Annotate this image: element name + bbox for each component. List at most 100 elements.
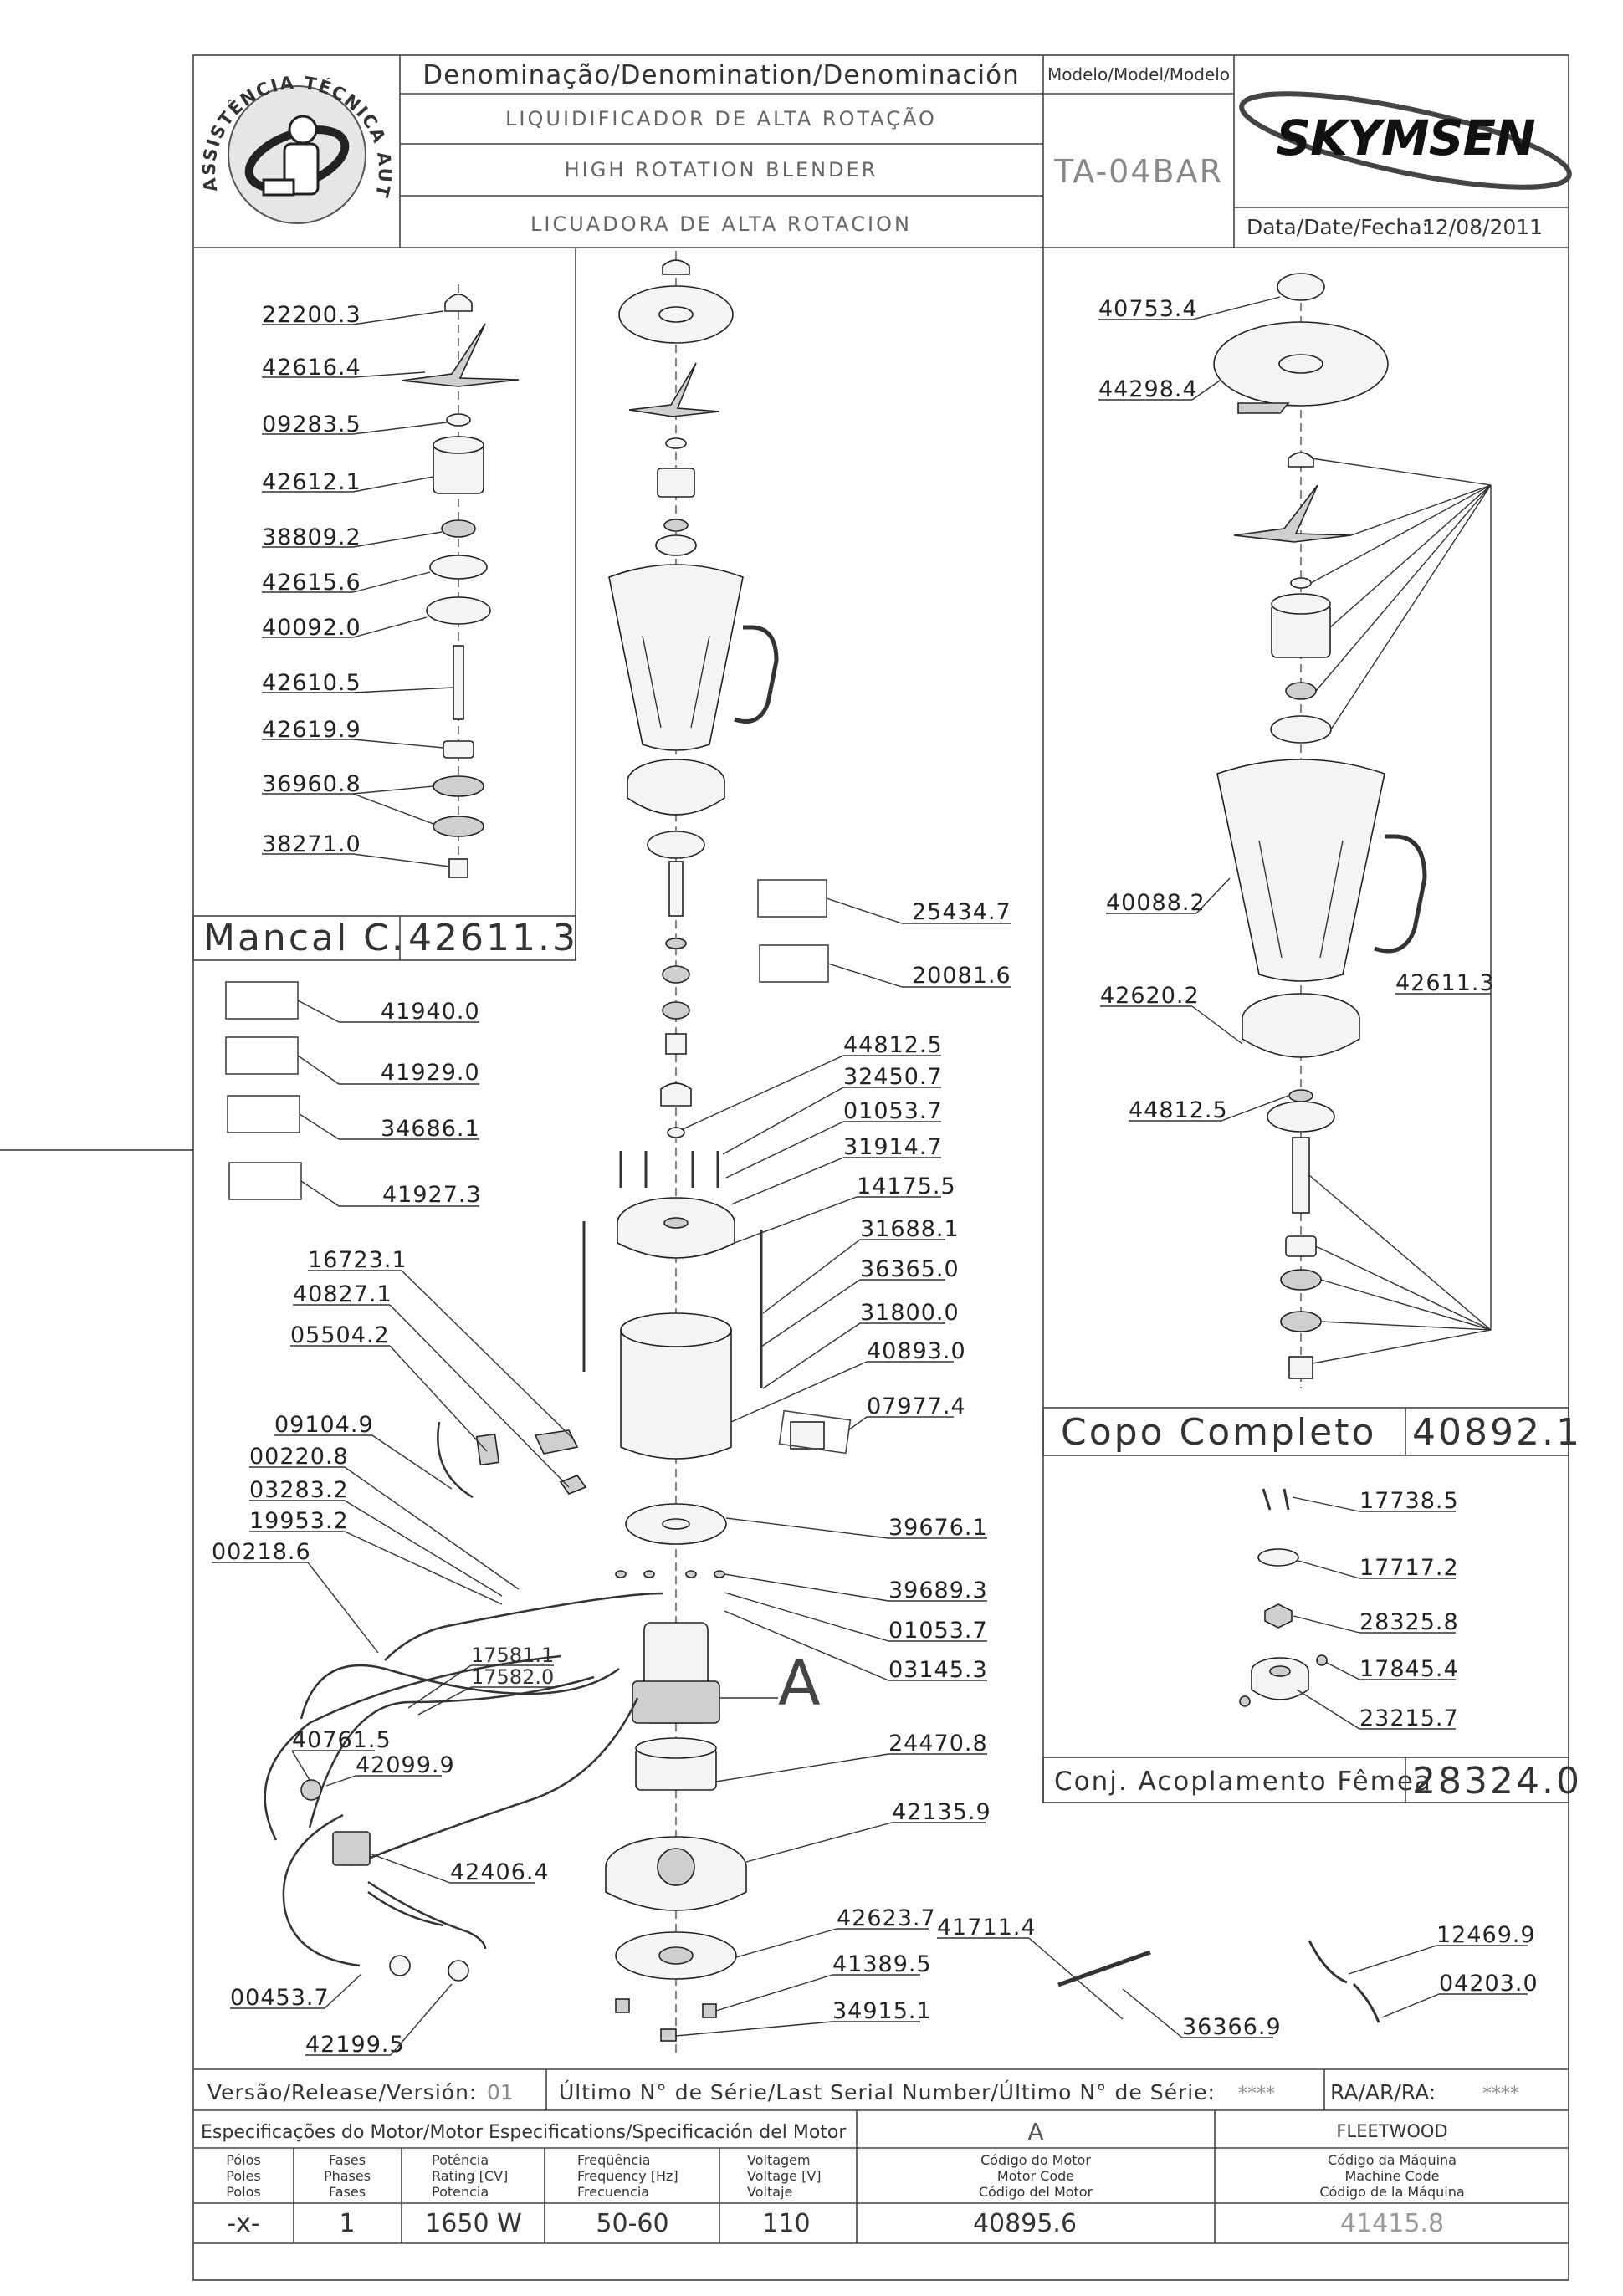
part-label: 24470.8 bbox=[888, 1731, 988, 1757]
copo-exploded-view bbox=[1213, 273, 1427, 1388]
misc-part-labels: 41711.4 36366.9 12469.9 04203.0 bbox=[937, 1915, 1539, 2040]
part-label: 14175.5 bbox=[857, 1174, 956, 1199]
acoplamento-code: 28324.0 bbox=[1412, 1760, 1582, 1803]
acoplamento-exploded-view bbox=[1239, 1488, 1328, 1707]
mancal-title-box bbox=[192, 915, 576, 961]
part-label: 07977.4 bbox=[867, 1393, 966, 1419]
part-label: 40761.5 bbox=[292, 1727, 392, 1753]
col-header: Rating [CV] bbox=[432, 2168, 508, 2184]
part-label: 41940.0 bbox=[381, 999, 480, 1025]
col-value: 1 bbox=[339, 2209, 355, 2238]
wiring-part-labels: 16723.1 40827.1 05504.2 09104.9 00220.8 … bbox=[212, 1247, 574, 2058]
part-label: 17581.1 bbox=[471, 1644, 554, 1667]
manufacturer: FLEETWOOD bbox=[1336, 2121, 1447, 2141]
blender-part-labels: 25434.7 20081.6 44812.5 32450.7 01053.7 … bbox=[675, 879, 1011, 2037]
part-label: 40893.0 bbox=[867, 1338, 966, 1364]
denomination-title: Denominação/Denomination/Denominación bbox=[422, 60, 1020, 90]
blender-exploded-view bbox=[534, 251, 825, 2058]
col-header: Fases bbox=[329, 2152, 366, 2168]
part-label: 34915.1 bbox=[832, 1998, 932, 2024]
part-label: 31800.0 bbox=[860, 1300, 960, 1326]
product-name-pt: LIQUIDIFICADOR DE ALTA ROTAÇÃO bbox=[505, 105, 937, 130]
boxed-part-labels: 41940.0 41929.0 34686.1 41927.3 bbox=[225, 981, 481, 1208]
part-label: 03283.2 bbox=[249, 1477, 349, 1503]
ra-label: RA/AR/RA: bbox=[1330, 2080, 1436, 2104]
part-label: 41389.5 bbox=[832, 1951, 932, 1977]
brand-logo-text: SKYMSEN bbox=[1276, 110, 1535, 166]
acoplamento-part-labels: 17738.5 17717.2 28325.8 17845.4 23215.7 bbox=[1292, 1488, 1459, 1731]
part-label: 41929.0 bbox=[381, 1060, 480, 1086]
col-header: Machine Code bbox=[1344, 2168, 1439, 2184]
part-label: 34686.1 bbox=[381, 1116, 480, 1142]
part-label: 42199.5 bbox=[305, 2032, 405, 2058]
part-label: 32450.7 bbox=[843, 1064, 943, 1090]
part-label: 28325.8 bbox=[1359, 1609, 1459, 1635]
mancal-exploded-view bbox=[401, 284, 520, 878]
part-label: 39676.1 bbox=[888, 1515, 988, 1541]
part-label: 00453.7 bbox=[230, 1985, 330, 2011]
col-header: Voltaje bbox=[747, 2184, 792, 2200]
mancal-code: 42611.3 bbox=[408, 917, 578, 959]
col-header: Código da Máquina bbox=[1328, 2152, 1457, 2168]
part-label: 42616.4 bbox=[262, 355, 361, 381]
col-header: Motor Code bbox=[997, 2168, 1074, 2184]
skymsen-logo: SKYMSEN bbox=[1239, 91, 1572, 190]
col-value: -x- bbox=[227, 2209, 259, 2238]
authorized-service-stamp: ASSISTÊNCIA TÉCNICA AUTORIZADA bbox=[0, 0, 393, 224]
col-header: Código de la Máquina bbox=[1319, 2184, 1464, 2200]
part-label: 36960.8 bbox=[262, 771, 361, 797]
part-label: 25434.7 bbox=[912, 899, 1011, 925]
spec-marker: A bbox=[1027, 2118, 1043, 2145]
version-value: 01 bbox=[487, 2080, 514, 2104]
acoplamento-title: Conj. Acoplamento Fêmea bbox=[1054, 1767, 1432, 1797]
part-label: 03145.3 bbox=[888, 1657, 988, 1683]
part-label: 17738.5 bbox=[1359, 1488, 1459, 1514]
part-label: 42612.1 bbox=[262, 469, 361, 495]
part-label: 40827.1 bbox=[293, 1281, 392, 1307]
part-label: 00218.6 bbox=[212, 1539, 311, 1565]
part-label: 31914.7 bbox=[843, 1134, 943, 1160]
col-value: 110 bbox=[762, 2209, 810, 2238]
motor-spec-columns: Pólos Poles Polos -x- Fases Phases Fases… bbox=[226, 2152, 1464, 2238]
col-header: Código do Motor bbox=[980, 2152, 1091, 2168]
part-label: 40753.4 bbox=[1098, 296, 1198, 322]
part-label: 42623.7 bbox=[837, 1905, 936, 1931]
ra-value: **** bbox=[1482, 2084, 1519, 2104]
mancal-title: Mancal C. bbox=[203, 917, 406, 959]
part-label: 12469.9 bbox=[1436, 1922, 1536, 1948]
motor-marker: A bbox=[778, 1648, 821, 1720]
part-label: 09283.5 bbox=[262, 412, 361, 437]
wiring-harness bbox=[264, 1421, 663, 1982]
col-value: 41415.8 bbox=[1340, 2209, 1444, 2238]
product-name-en: HIGH ROTATION BLENDER bbox=[565, 158, 878, 182]
part-label: 17582.0 bbox=[471, 1665, 554, 1689]
col-header: Frecuencia bbox=[577, 2184, 649, 2200]
part-label: 44812.5 bbox=[843, 1032, 943, 1058]
part-label: 04203.0 bbox=[1439, 1971, 1539, 1997]
col-value: 1650 W bbox=[425, 2209, 522, 2238]
col-header: Voltagem bbox=[747, 2152, 811, 2168]
part-label: 09104.9 bbox=[274, 1412, 374, 1438]
part-label: 23215.7 bbox=[1359, 1705, 1459, 1731]
part-label: 05504.2 bbox=[290, 1322, 390, 1348]
part-label: 36366.9 bbox=[1182, 2014, 1282, 2040]
date-label: Data/Date/Fecha: bbox=[1247, 215, 1429, 239]
copo-title: Copo Completo bbox=[1061, 1411, 1376, 1454]
part-label: 20081.6 bbox=[912, 963, 1011, 989]
col-header: Potencia bbox=[432, 2184, 489, 2200]
part-label: 17845.4 bbox=[1359, 1656, 1459, 1682]
spec-label: Especificações do Motor/Motor Especifica… bbox=[201, 2122, 847, 2143]
col-header: Pólos bbox=[226, 2152, 260, 2168]
col-header: Frequency [Hz] bbox=[577, 2168, 678, 2184]
part-label: 42406.4 bbox=[450, 1859, 550, 1885]
version-label: Versão/Release/Versión: bbox=[207, 2080, 477, 2104]
col-header: Freqüência bbox=[577, 2152, 650, 2168]
footer-table bbox=[193, 2068, 1569, 2244]
col-header: Voltage [V] bbox=[747, 2168, 822, 2184]
acoplamento-title-box bbox=[1042, 1757, 1569, 1803]
part-label: 42615.6 bbox=[262, 570, 361, 596]
col-header: Fases bbox=[329, 2184, 366, 2200]
copo-code: 40892.1 bbox=[1412, 1411, 1582, 1454]
col-header: Código del Motor bbox=[979, 2184, 1093, 2200]
